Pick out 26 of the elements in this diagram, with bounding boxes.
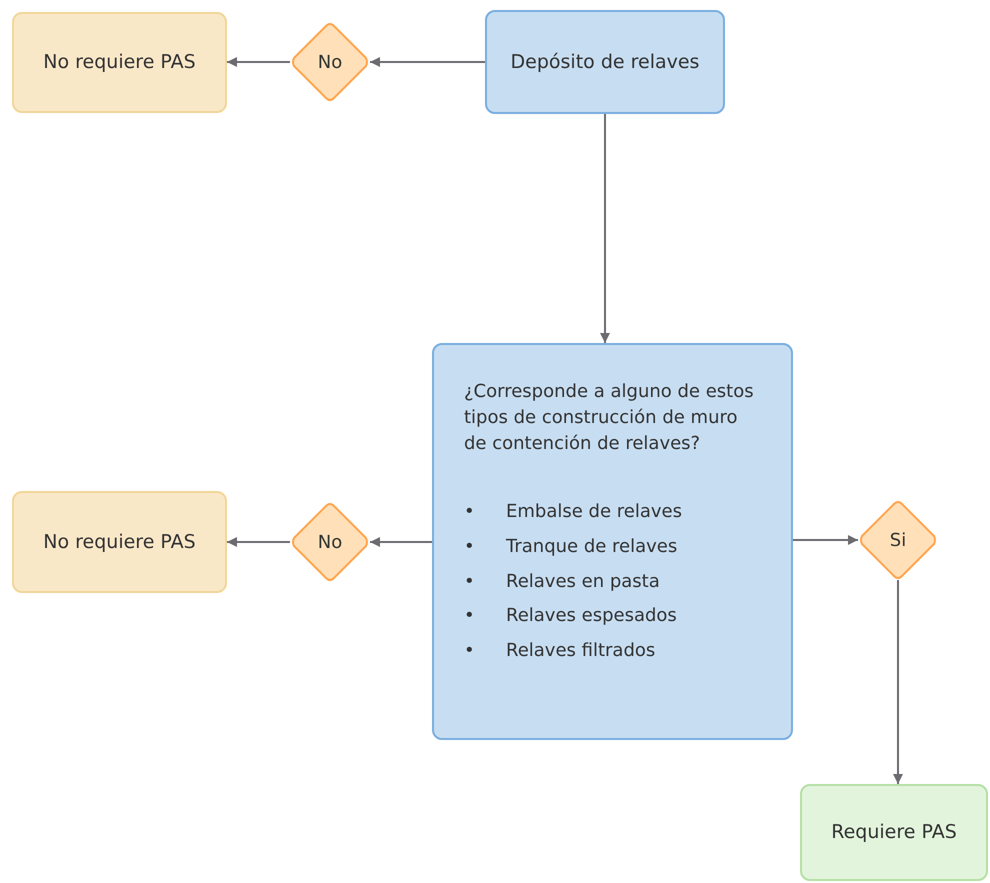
bullet: •	[464, 570, 476, 594]
question-box	[432, 343, 793, 740]
bullet: •	[464, 534, 476, 559]
decision-label: No	[318, 52, 342, 72]
question-text: ¿Corresponde a alguno de estos tipos de construcción de muro de contención de relaves?	[464, 380, 755, 456]
bullet: •	[464, 500, 476, 524]
outcome-box: Requiere PAS	[800, 784, 988, 881]
list-item: Tranque de relaves	[506, 534, 678, 559]
arrow	[370, 57, 485, 67]
arrow	[600, 114, 610, 343]
arrow	[370, 537, 432, 547]
arrow	[227, 537, 290, 547]
outcome-box: No requiere PAS	[12, 491, 227, 593]
decision-label: Si	[890, 530, 906, 550]
arrow	[793, 535, 858, 545]
process-box: Depósito de relaves	[485, 10, 725, 114]
bullet: •	[464, 639, 476, 664]
list-item: Embalse de relaves	[506, 500, 682, 524]
outcome-box: No requiere PAS	[12, 12, 227, 113]
list-item: Relaves en pasta	[506, 570, 661, 594]
arrow	[893, 580, 903, 784]
decision-label: No	[318, 532, 342, 552]
list-item: Relaves filtrados	[506, 639, 656, 664]
bullet: •	[464, 604, 476, 628]
list-item: Relaves espesados	[506, 604, 678, 628]
arrow	[227, 57, 290, 67]
